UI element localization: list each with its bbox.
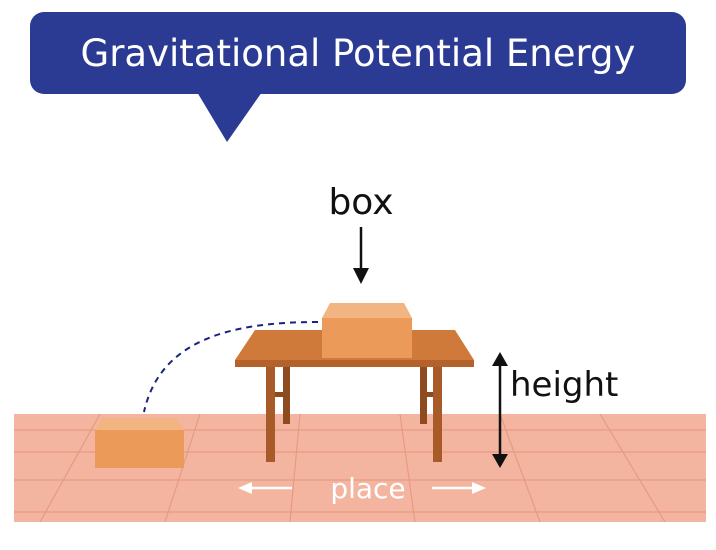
table-top-edge: [235, 360, 474, 367]
double-vertical-arrow-icon: [492, 352, 508, 468]
box-on-table: [322, 303, 412, 358]
title-banner: Gravitational Potential Energy: [30, 12, 686, 142]
box-on-table-top: [322, 303, 412, 318]
down-arrow-icon: [353, 227, 369, 284]
table-brace-left: [268, 392, 290, 397]
banner-pointer: [197, 92, 262, 142]
place-label: place: [330, 472, 405, 505]
height-label: height: [510, 365, 618, 405]
table-leg-front-right: [433, 362, 442, 462]
page-title: Gravitational Potential Energy: [81, 32, 636, 75]
box-on-floor: [95, 418, 184, 468]
box-on-table-front: [322, 318, 412, 358]
box-on-floor-top: [95, 418, 184, 430]
trajectory-path: [143, 321, 319, 413]
table-brace-right: [420, 392, 442, 397]
table-leg-front-left: [266, 362, 275, 462]
banner-background: [30, 12, 686, 94]
right-arrow-icon: [432, 482, 486, 494]
box-label: box: [328, 182, 393, 223]
box-on-floor-front: [95, 430, 184, 468]
left-arrow-icon: [238, 482, 292, 494]
